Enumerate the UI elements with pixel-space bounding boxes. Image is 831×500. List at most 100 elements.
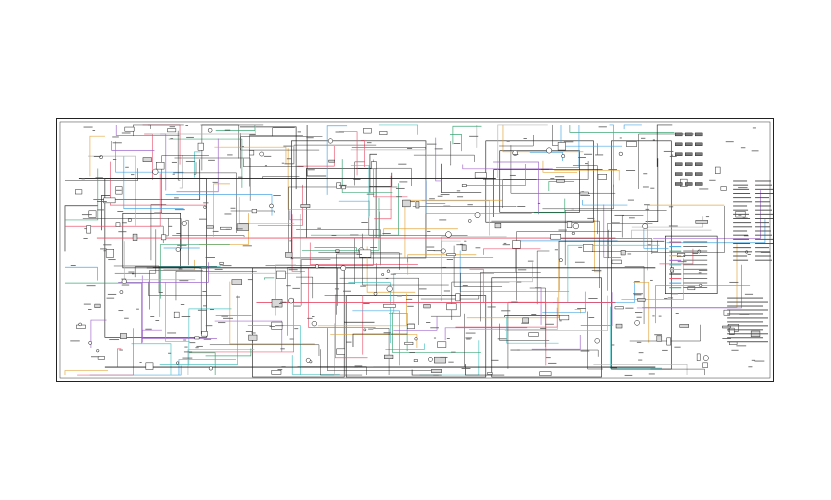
label-mark [383, 332, 391, 334]
connector-symbol [695, 152, 703, 156]
label-mark [290, 258, 294, 260]
label-mark [729, 281, 739, 283]
label-mark [429, 198, 435, 200]
wire-run [293, 144, 377, 165]
wiring-diagram [59, 121, 773, 379]
wire-run [101, 195, 111, 231]
wire-run [344, 321, 375, 323]
component-symbol [97, 356, 105, 360]
wire-run [147, 124, 151, 129]
wire-run [352, 310, 400, 366]
component-symbol [696, 353, 701, 361]
note-line [733, 209, 749, 211]
wire-run [142, 329, 162, 343]
legend-text-mark [683, 277, 708, 279]
note-line [733, 234, 749, 236]
wire-run [300, 259, 331, 306]
note-line [755, 209, 773, 211]
label-mark [662, 349, 668, 351]
note-line [755, 251, 771, 253]
wire-run [569, 124, 675, 133]
label-mark [121, 222, 127, 224]
label-mark [81, 214, 92, 216]
wire-run [542, 291, 586, 313]
component-symbol [637, 298, 646, 302]
wire-run [173, 172, 237, 233]
wire-run [360, 140, 365, 168]
label-mark [154, 212, 162, 214]
component-symbol [167, 128, 177, 133]
component-symbol [413, 359, 418, 362]
component-symbol [487, 372, 493, 375]
wire-run [193, 162, 197, 175]
label-mark [307, 169, 315, 171]
wire-run [582, 199, 628, 206]
wire-run [205, 348, 252, 357]
component-symbol [383, 303, 396, 308]
wire-run [336, 253, 403, 315]
label-mark [117, 211, 124, 212]
component-symbol [181, 220, 187, 226]
wire-run [275, 264, 296, 316]
wire-run [238, 197, 295, 224]
wire-run [326, 125, 348, 195]
wire-run [115, 124, 180, 136]
wire-run [318, 252, 400, 270]
component-symbol [594, 338, 600, 344]
wire-run [144, 133, 153, 180]
wire-run [459, 250, 570, 292]
legend-text-mark [683, 250, 708, 252]
connector-symbol [675, 152, 683, 156]
legend-text-mark [683, 255, 708, 257]
wire-run [177, 130, 181, 181]
label-mark [634, 281, 640, 283]
wire-run [435, 137, 442, 182]
wire-run [334, 294, 368, 359]
wire-run [385, 343, 425, 350]
component-symbol [461, 244, 467, 251]
wire-run [441, 236, 507, 248]
label-mark [263, 155, 272, 157]
label-mark [382, 233, 391, 234]
component-symbol [271, 299, 283, 308]
label-mark [588, 298, 598, 299]
component-symbol [455, 293, 461, 302]
label-mark [184, 346, 188, 348]
label-mark [181, 315, 191, 317]
connector-symbol [685, 142, 693, 146]
wire-run [607, 223, 653, 291]
label-mark [289, 240, 293, 242]
label-mark [176, 233, 181, 234]
connector-symbol [695, 132, 703, 137]
wire-run [610, 306, 663, 369]
wire-run [148, 281, 222, 296]
component-symbol [620, 250, 626, 256]
component-symbol [446, 253, 456, 256]
label-mark [209, 309, 214, 310]
component-symbol [121, 278, 127, 284]
connector-symbol [675, 162, 683, 166]
note-line [733, 218, 751, 219]
wire-run [200, 124, 240, 159]
label-mark [434, 148, 443, 150]
wire-run [535, 287, 542, 325]
label-mark [218, 322, 226, 324]
component-symbol [702, 362, 708, 368]
label-mark [118, 231, 127, 233]
wire-run [163, 259, 195, 271]
note-line [755, 197, 770, 199]
component-symbol [695, 220, 708, 224]
note-line [727, 309, 769, 311]
color-legend [669, 241, 708, 289]
label-mark [286, 158, 292, 160]
label-mark [460, 243, 463, 245]
region-center-block [306, 168, 377, 239]
wire-run [214, 320, 283, 352]
wire-run [208, 214, 301, 274]
legend-text-mark [683, 246, 708, 247]
wire-run [493, 169, 603, 218]
wire-run [264, 277, 275, 280]
sheet-frame [59, 121, 771, 379]
component-symbol [251, 209, 257, 214]
wire-run [64, 282, 142, 344]
